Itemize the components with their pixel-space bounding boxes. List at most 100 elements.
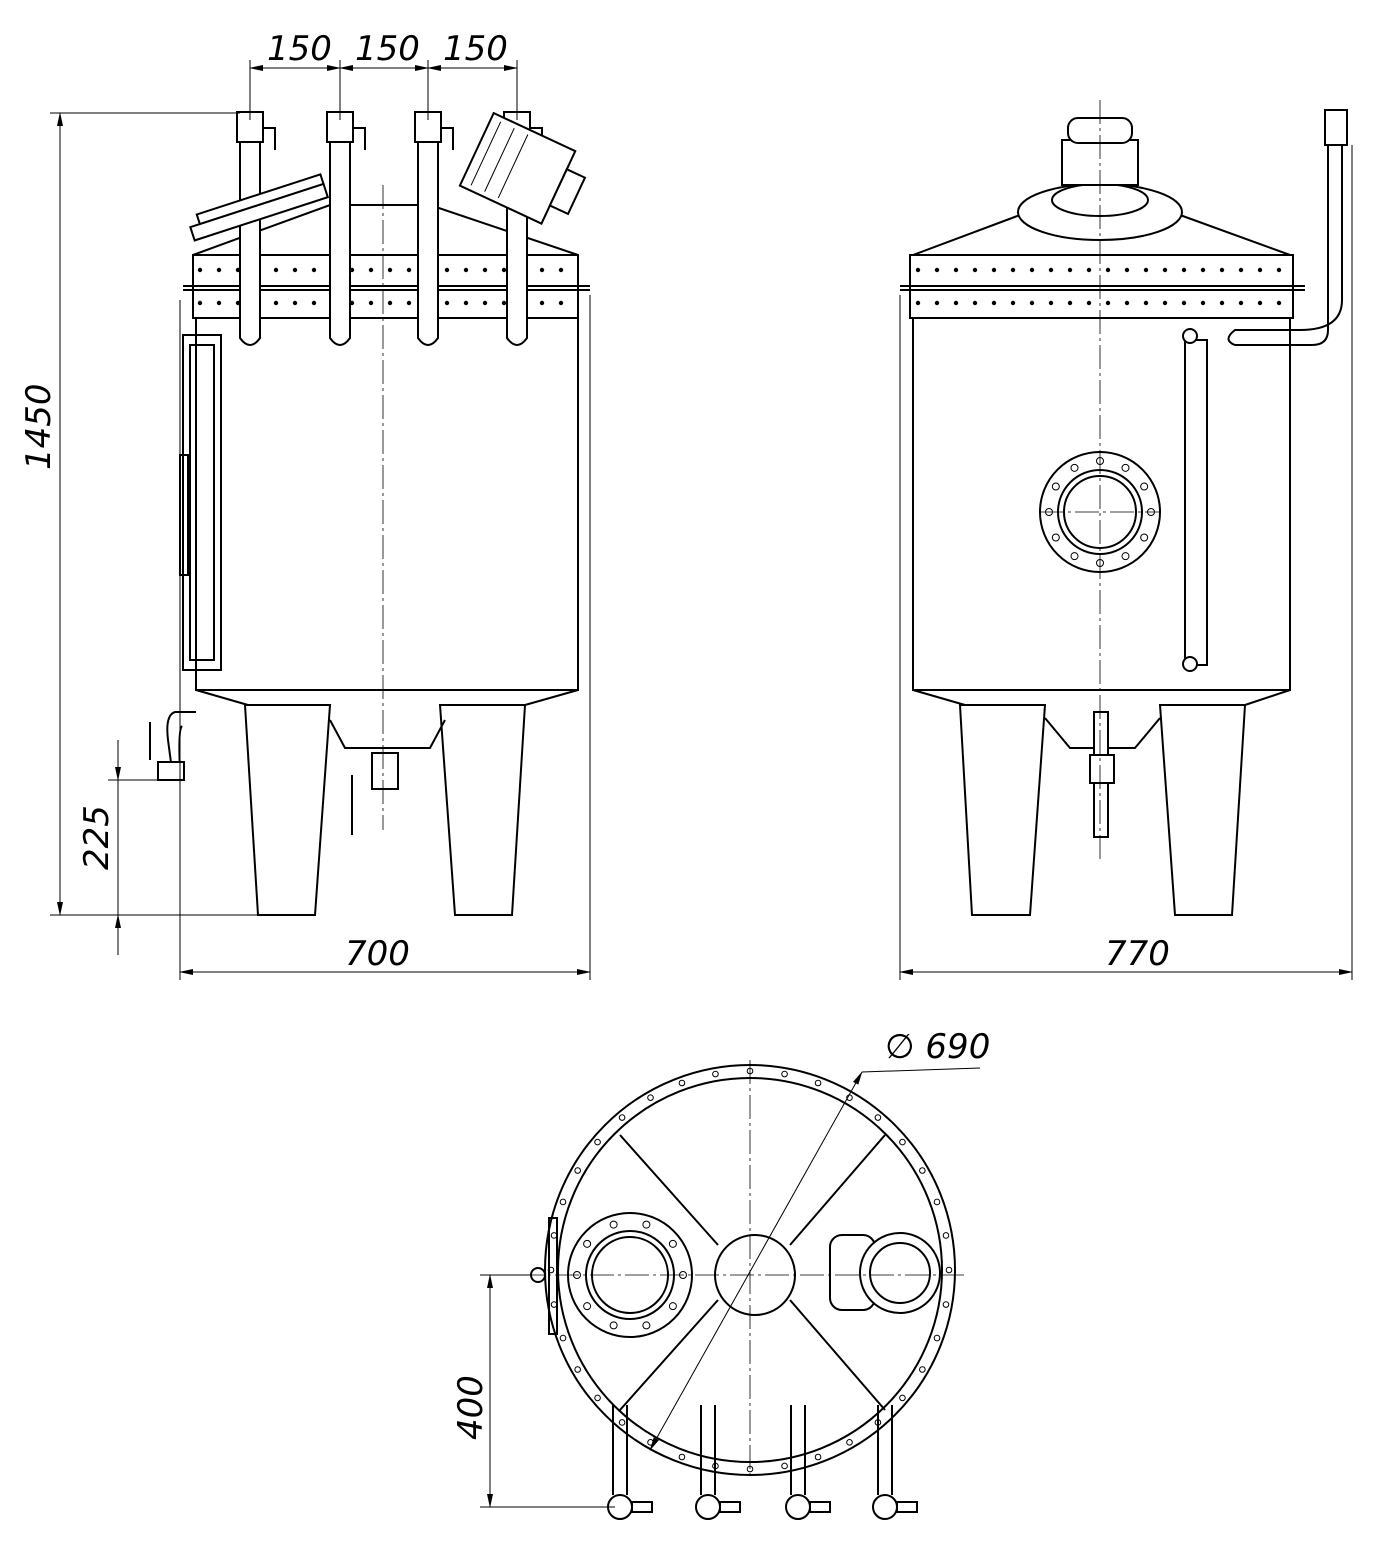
bolt — [609, 1220, 618, 1229]
pipe-end — [695, 1494, 721, 1520]
bolt — [953, 267, 959, 273]
bolt — [559, 1334, 567, 1342]
bolt — [216, 267, 222, 273]
leg-left — [243, 704, 332, 916]
bolt — [1238, 267, 1244, 273]
bolt — [618, 1419, 626, 1426]
bottom-cone — [195, 689, 579, 749]
bolt — [1105, 267, 1111, 273]
bolt — [915, 300, 921, 306]
bolt — [1070, 552, 1079, 561]
outlet-pipe — [790, 1405, 806, 1495]
dim-front-width: 700 — [345, 934, 410, 974]
dim-pipe-spacing-2: 150 — [355, 29, 420, 69]
bolt — [539, 267, 545, 273]
bolt — [550, 1232, 558, 1239]
sight-glass — [548, 1217, 558, 1335]
bolt — [463, 267, 469, 273]
bolt — [1219, 300, 1225, 306]
side-pipe — [1227, 115, 1343, 346]
bolt — [387, 267, 393, 273]
bolt — [972, 267, 978, 273]
bolt — [781, 1462, 788, 1470]
outlet-pipe — [877, 1405, 893, 1495]
leg-right — [1158, 704, 1247, 916]
bolt — [1276, 300, 1282, 306]
dimensions: 150 150 150 1450 225 700 770 ∅ 690 400 — [19, 29, 1353, 1508]
bolt — [406, 267, 412, 273]
bolt — [444, 300, 450, 306]
bolt — [273, 300, 279, 306]
bolt — [991, 267, 997, 273]
bolt — [781, 1070, 788, 1078]
bolt — [539, 300, 545, 306]
bolt — [1010, 267, 1016, 273]
bolt — [1029, 267, 1035, 273]
bolt — [574, 1366, 581, 1373]
bolt — [1276, 267, 1282, 273]
pipe-valve — [809, 1501, 831, 1513]
inlet-pipe — [239, 125, 261, 346]
bolt — [618, 1114, 626, 1121]
bolt — [368, 300, 374, 306]
leg-right — [438, 704, 527, 916]
drain-valve — [157, 761, 185, 781]
roof-cone — [192, 204, 579, 256]
top-view — [520, 1060, 965, 1520]
bolt — [550, 1301, 558, 1308]
bolt — [678, 1079, 686, 1087]
valve-handle — [263, 127, 276, 150]
bolt — [1200, 267, 1206, 273]
bolt — [874, 1114, 882, 1121]
bolt — [1010, 300, 1016, 306]
bolt — [1257, 267, 1263, 273]
bolt — [501, 267, 507, 273]
bolt — [1162, 300, 1168, 306]
bolt — [814, 1453, 822, 1461]
pipe-valve — [896, 1501, 918, 1513]
bolt — [1143, 267, 1149, 273]
bolt — [482, 300, 488, 306]
bolt — [1067, 267, 1073, 273]
outlet-pipe — [700, 1405, 716, 1495]
bolt — [647, 1094, 654, 1101]
bolt — [1048, 267, 1054, 273]
bolt — [1140, 482, 1149, 491]
bolt — [814, 1079, 822, 1087]
bolt — [1121, 552, 1130, 561]
bolt — [1257, 300, 1263, 306]
roof-cone — [912, 214, 1291, 256]
bolt — [463, 300, 469, 306]
bolt — [583, 1302, 592, 1311]
bolt — [1048, 300, 1054, 306]
bolt — [942, 1232, 950, 1239]
bolt — [197, 300, 203, 306]
bolt — [292, 267, 298, 273]
bolt — [559, 1198, 567, 1206]
front-view — [149, 111, 590, 916]
bolt — [1140, 533, 1149, 542]
bolt — [594, 1394, 601, 1402]
tank-body — [195, 317, 579, 691]
dim-pipe-spacing-3: 150 — [443, 29, 508, 69]
bolt — [1238, 300, 1244, 306]
bolt — [1121, 463, 1130, 472]
bolt — [915, 267, 921, 273]
leg-left — [958, 704, 1047, 916]
dim-pipe-spacing-1: 150 — [267, 29, 332, 69]
level-gauge — [1184, 339, 1208, 666]
bolt — [1124, 300, 1130, 306]
sight-glass — [182, 334, 222, 671]
bolt — [216, 300, 222, 306]
bolt — [501, 300, 507, 306]
side-view — [900, 100, 1348, 916]
bolt — [368, 267, 374, 273]
bolt — [583, 1239, 592, 1248]
tank-body — [912, 317, 1291, 691]
outlet-pipe — [612, 1405, 628, 1495]
bolt — [1070, 463, 1079, 472]
bolt — [292, 300, 298, 306]
pipe-end — [785, 1494, 811, 1520]
bolt — [387, 300, 393, 306]
bolt — [1051, 533, 1060, 542]
